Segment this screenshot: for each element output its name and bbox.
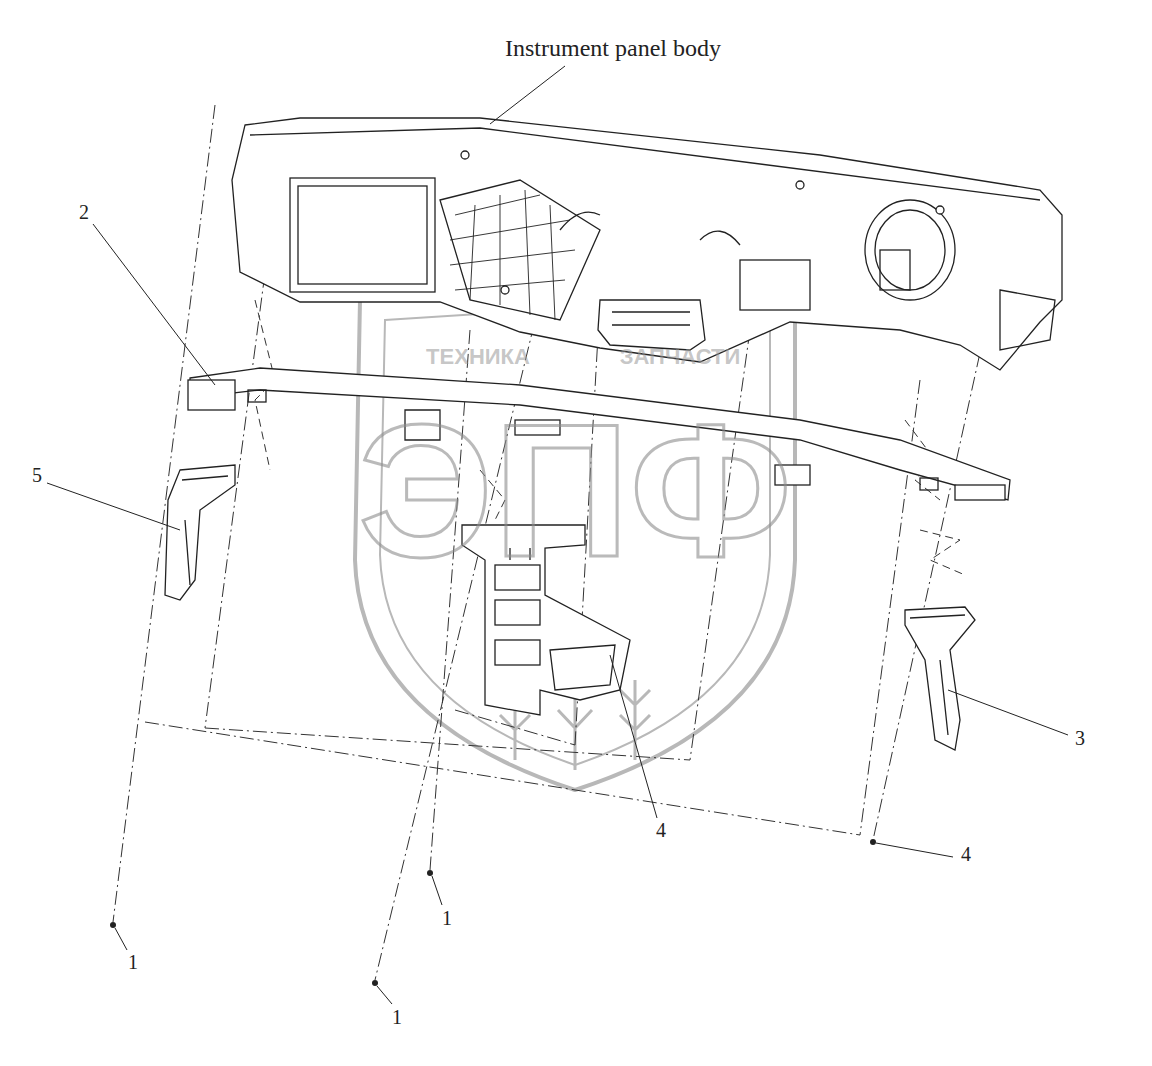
watermark-text: ТЕХНИКА: [426, 346, 530, 368]
callout-number: 5: [32, 465, 42, 485]
leader-lines: [47, 66, 1068, 1004]
callout-number: 4: [656, 820, 666, 840]
watermark-text: ЗАПЧАСТИ: [620, 346, 741, 368]
callout-number: 1: [392, 1007, 402, 1027]
callout-number: 1: [442, 908, 452, 928]
side-duct-5: [165, 465, 235, 600]
callout-number: 2: [79, 202, 89, 222]
watermark-text: ЭПФ: [358, 395, 792, 585]
callout-number: 4: [961, 844, 971, 864]
part-name: Instrument panel body: [505, 36, 721, 60]
side-duct-3: [905, 607, 975, 750]
instrument-panel-body: [232, 118, 1062, 370]
screws: [110, 839, 876, 986]
callout-number: 1: [128, 952, 138, 972]
callout-number: 3: [1075, 728, 1085, 748]
watermark-shield: [355, 285, 795, 790]
